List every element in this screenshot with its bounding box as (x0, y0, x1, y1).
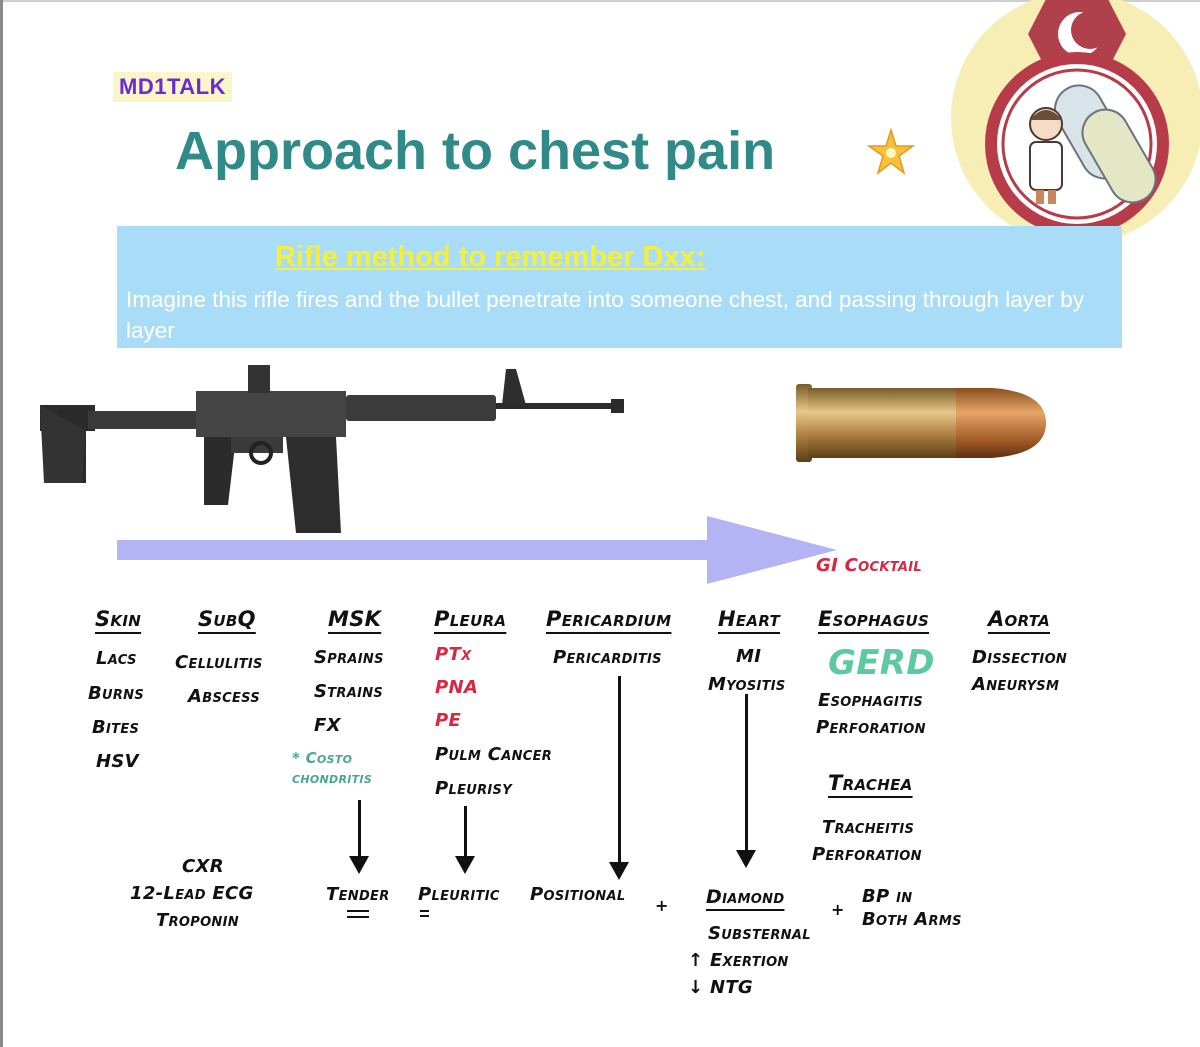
heart-down-arrow-line (745, 694, 748, 852)
pericardium-down-arrow-head (609, 862, 629, 880)
msk-down-arrow-head (349, 856, 369, 874)
pleura-item: Pleurisy (435, 778, 512, 799)
header-pleura: Pleura (434, 607, 507, 631)
heart-down-arrow-head (736, 850, 756, 868)
rifle-image (40, 365, 624, 533)
diamond-item: Substernal (708, 923, 811, 944)
feature-tender: Tender (326, 884, 390, 905)
subq-item: Abscess (188, 686, 260, 707)
window-edge (0, 0, 3, 1047)
aorta-item: Aneurysm (972, 674, 1060, 695)
md1talk-logo (951, 0, 1200, 244)
msk-note-costochondritis: * Costo chondritis (292, 749, 373, 787)
bullet-image (796, 384, 1046, 462)
skin-item: Burns (88, 683, 145, 704)
page-title: Approach to chest pain (175, 121, 776, 181)
pleura-down-arrow-line (464, 806, 467, 860)
header-msk: MSK (328, 607, 382, 631)
pleura-item: PE (435, 710, 462, 731)
workup-item: CXR (182, 856, 224, 877)
tender-double-underline (347, 910, 369, 912)
header-aorta: Aorta (988, 607, 1051, 631)
plus-sign: + (655, 896, 669, 915)
gi-cocktail-label: GI Cocktail (816, 555, 922, 576)
feature-bp-line2: Both Arms (862, 909, 962, 930)
sparkle-star-icon (866, 128, 916, 176)
workup-item: 12-Lead ECG (130, 883, 254, 904)
esophagus-item-gerd: GERD (828, 643, 935, 683)
header-heart: Heart (718, 607, 781, 631)
msk-item: Sprains (314, 647, 384, 668)
msk-item: FX (314, 715, 341, 736)
banner-text: Imagine this rifle fires and the bullet … (126, 287, 1085, 343)
brand-label: MD1TALK (113, 72, 232, 102)
header-skin: Skin (95, 607, 142, 631)
skin-item: HSV (96, 751, 139, 772)
esophagus-item: Perforation (816, 717, 926, 738)
banner-heading: Rifle method to remember Dxx: (275, 241, 706, 273)
feature-diamond: Diamond (706, 886, 785, 908)
trachea-item: Tracheitis (822, 817, 915, 838)
esophagus-item: Esophagitis (818, 690, 924, 711)
pleura-item: PNA (435, 677, 479, 698)
skin-item: Bites (92, 717, 140, 738)
plus-sign: + (831, 900, 845, 919)
pericardium-down-arrow-line (618, 676, 621, 866)
msk-down-arrow-line (358, 800, 361, 860)
header-trachea: Trachea (828, 771, 913, 795)
workup-item: Troponin (156, 910, 239, 931)
header-pericardium: Pericardium (546, 607, 672, 631)
header-esophagus: Esophagus (818, 607, 930, 631)
trachea-item: Perforation (812, 844, 922, 865)
pleuritic-double-underline (420, 910, 429, 912)
subq-item: Cellulitis (175, 652, 263, 673)
heart-item: Myositis (708, 674, 786, 695)
skin-item: Lacs (96, 648, 137, 669)
aorta-item: Dissection (972, 647, 1068, 668)
feature-positional: Positional (530, 884, 626, 905)
pleura-down-arrow-head (455, 856, 475, 874)
pleura-item: Pulm Cancer (435, 744, 553, 765)
diamond-item: ↑ Exertion (688, 950, 789, 971)
heart-item: MI (736, 646, 762, 667)
diamond-item: ↓ NTG (688, 977, 753, 998)
pericardium-item: Pericarditis (553, 647, 662, 668)
msk-item: Strains (314, 681, 384, 702)
window-top-edge (3, 0, 1200, 2)
direction-arrow (117, 516, 837, 584)
feature-bp-line1: BP in (862, 886, 913, 907)
pleura-item: PTx (435, 644, 472, 665)
info-banner (117, 226, 1122, 348)
header-subq: SubQ (198, 607, 256, 631)
feature-pleuritic: Pleuritic (418, 884, 500, 905)
